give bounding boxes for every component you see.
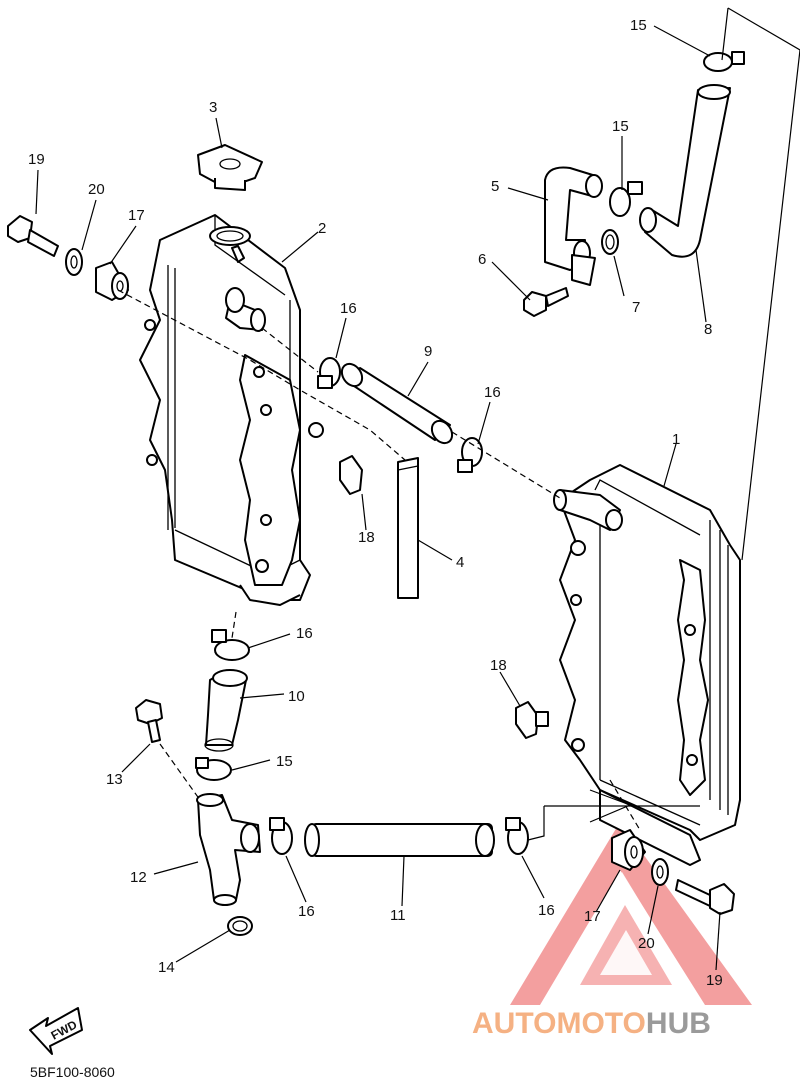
label-17a: 17 <box>128 207 145 224</box>
grommet-18-a <box>339 455 363 495</box>
watermark-triangle-logo <box>510 822 752 1005</box>
hose-10 <box>204 669 248 752</box>
label-15b: 15 <box>612 118 629 135</box>
label-10: 10 <box>288 688 305 705</box>
watermark-text-part1: AUTOMOTO <box>472 1007 646 1040</box>
label-16a: 16 <box>340 300 357 317</box>
hose-5 <box>544 166 603 286</box>
label-15c: 15 <box>276 753 293 770</box>
label-11: 11 <box>390 907 406 924</box>
left-radiator <box>139 214 324 606</box>
clamp-15-mid <box>609 181 643 217</box>
label-4: 4 <box>456 554 464 571</box>
bolt-13 <box>135 699 163 743</box>
hose-8 <box>639 84 731 258</box>
bolt-19-left <box>7 215 59 257</box>
clamp-16-c <box>211 629 250 661</box>
label-16d: 16 <box>298 903 315 920</box>
label-20a: 20 <box>88 181 105 198</box>
grommet-18-b <box>515 701 549 739</box>
o-ring-14 <box>227 916 253 936</box>
label-17b: 17 <box>584 908 601 925</box>
clamp-16-e <box>505 817 529 855</box>
label-16c: 16 <box>296 625 313 642</box>
collar-17-left <box>95 261 129 301</box>
fwd-arrow-icon: FWD <box>29 1007 83 1055</box>
label-3: 3 <box>209 99 217 116</box>
label-2: 2 <box>318 220 326 237</box>
bolt-19-right <box>675 879 735 915</box>
strip-4 <box>397 457 419 599</box>
label-19a: 19 <box>28 151 45 168</box>
svg-text:AUTOMOTOHUB: AUTOMOTOHUB <box>472 1007 711 1040</box>
label-6: 6 <box>478 251 486 268</box>
label-7: 7 <box>632 299 640 316</box>
hose-9 <box>340 362 454 445</box>
right-radiator <box>553 464 741 866</box>
label-16b: 16 <box>484 384 501 401</box>
label-14: 14 <box>158 959 175 976</box>
watermark-text: AUTOMOTOHUB <box>472 1007 711 1040</box>
label-15a: 15 <box>630 17 647 34</box>
label-18b: 18 <box>490 657 507 674</box>
collar-17-right <box>611 829 646 871</box>
hose-11 <box>304 823 495 857</box>
leader-lines <box>35 7 800 971</box>
clamp-15-lower <box>195 757 232 781</box>
label-13: 13 <box>106 771 123 788</box>
label-9: 9 <box>424 343 432 360</box>
clamp-16-d <box>269 817 293 855</box>
drawing-code: 5BF100-8060 <box>30 1064 115 1080</box>
washer-20-right <box>651 858 669 886</box>
label-5: 5 <box>491 178 499 195</box>
clamp-15-top <box>703 51 745 72</box>
label-12: 12 <box>130 869 147 886</box>
watermark-text-part2: HUB <box>646 1007 711 1040</box>
part-labels: 1 2 3 4 5 6 7 8 9 10 11 12 13 14 15 15 1… <box>28 17 723 989</box>
label-8: 8 <box>704 321 712 338</box>
clamp-16-a <box>317 357 341 389</box>
label-16e: 16 <box>538 902 555 919</box>
label-20b: 20 <box>638 935 655 952</box>
bolt-6 <box>523 287 569 317</box>
radiator-cap <box>197 144 263 191</box>
o-ring-7 <box>601 229 619 255</box>
joint-pipe-12 <box>196 793 261 906</box>
clamp-16-b <box>457 437 483 473</box>
label-19b: 19 <box>706 972 723 989</box>
washer-20-left <box>65 248 83 276</box>
label-1: 1 <box>672 431 680 448</box>
label-18a: 18 <box>358 529 375 546</box>
